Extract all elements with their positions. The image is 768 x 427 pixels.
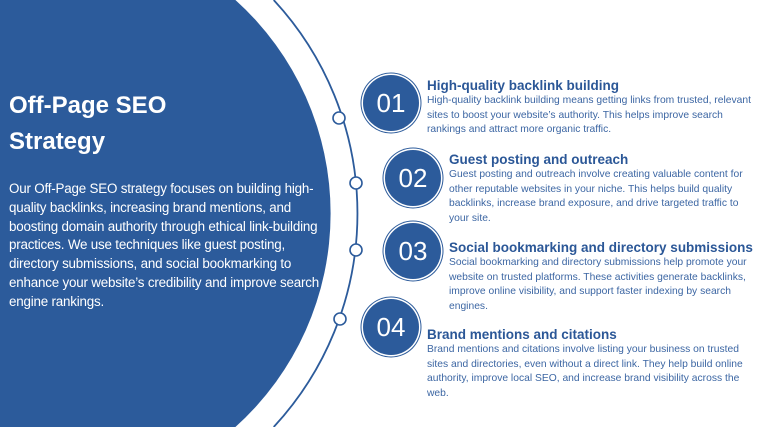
step-description: Guest posting and outreach involve creat…: [449, 169, 743, 224]
step-number-badge: 02: [385, 150, 441, 206]
blue-half-circle: [0, 0, 331, 427]
step-item: Guest posting and outreach Guest posting…: [449, 151, 759, 226]
timeline-node: [349, 243, 363, 257]
timeline-arc: [273, 0, 359, 427]
timeline-node: [333, 312, 347, 326]
step-number-badge: 03: [385, 223, 441, 279]
timeline-node: [332, 111, 346, 125]
step-title: High-quality backlink building: [427, 78, 620, 93]
intro-text: Our Off-Page SEO strategy focuses on bui…: [9, 181, 319, 309]
page-title: Off-Page SEO Strategy: [9, 92, 167, 155]
step-description: Brand mentions and citations involve lis…: [427, 344, 743, 399]
step-title: Social bookmarking and directory submiss…: [449, 240, 753, 255]
step-item: Brand mentions and citations Brand menti…: [427, 326, 757, 401]
step-number-badge: 01: [363, 75, 419, 131]
step-description: High-quality backlink building means get…: [427, 95, 751, 136]
step-description: Social bookmarking and directory submiss…: [449, 257, 747, 312]
step-item: Social bookmarking and directory submiss…: [449, 239, 759, 314]
step-title: Brand mentions and citations: [427, 327, 617, 342]
step-number-badge: 04: [363, 299, 419, 355]
step-item: High-quality backlink building High-qual…: [427, 77, 757, 138]
step-title: Guest posting and outreach: [449, 152, 629, 167]
timeline-node: [349, 176, 363, 190]
